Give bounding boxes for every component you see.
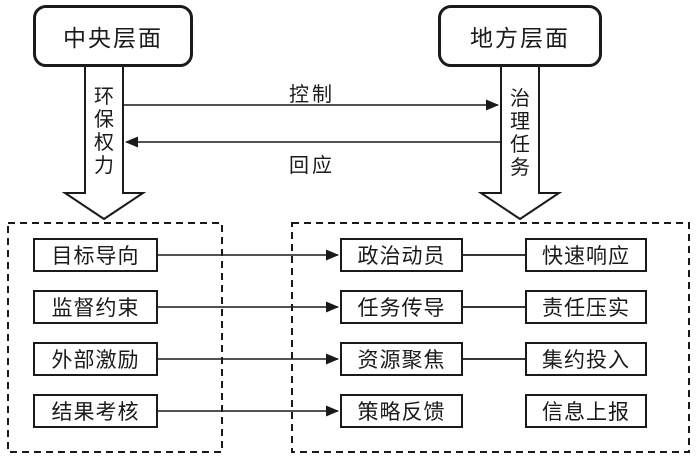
- node-central-level: 中央层面: [33, 5, 193, 67]
- node-result-assessment: 结果考核: [33, 394, 158, 428]
- control-label: 控制: [289, 84, 335, 106]
- node-intensive-investment: 集约投入: [525, 342, 647, 376]
- node-task-transmission: 任务传导: [340, 290, 463, 324]
- left-dashed-panel-border: [7, 222, 223, 453]
- node-resource-focus: 资源聚焦: [340, 342, 463, 376]
- right-dashed-panel-border: [291, 222, 690, 453]
- node-local-level: 地方层面: [438, 5, 602, 67]
- node-goal-orientation: 目标导向: [33, 238, 158, 272]
- node-responsibility-consolidation: 责任压实: [525, 290, 647, 324]
- node-information-reporting: 信息上报: [525, 394, 647, 428]
- task-down-arrow: [477, 64, 563, 221]
- node-strategy-feedback: 策略反馈: [340, 394, 463, 428]
- power-down-arrow-label: 环保权力: [94, 86, 114, 177]
- power-down-arrow: [61, 64, 147, 221]
- node-external-incentive: 外部激励: [33, 342, 158, 376]
- response-label: 回应: [289, 155, 335, 177]
- node-supervision-constraint: 监督约束: [33, 290, 158, 324]
- task-down-arrow-label: 治理任务: [510, 88, 530, 179]
- node-rapid-response: 快速响应: [525, 238, 647, 272]
- node-political-mobilization: 政治动员: [340, 238, 463, 272]
